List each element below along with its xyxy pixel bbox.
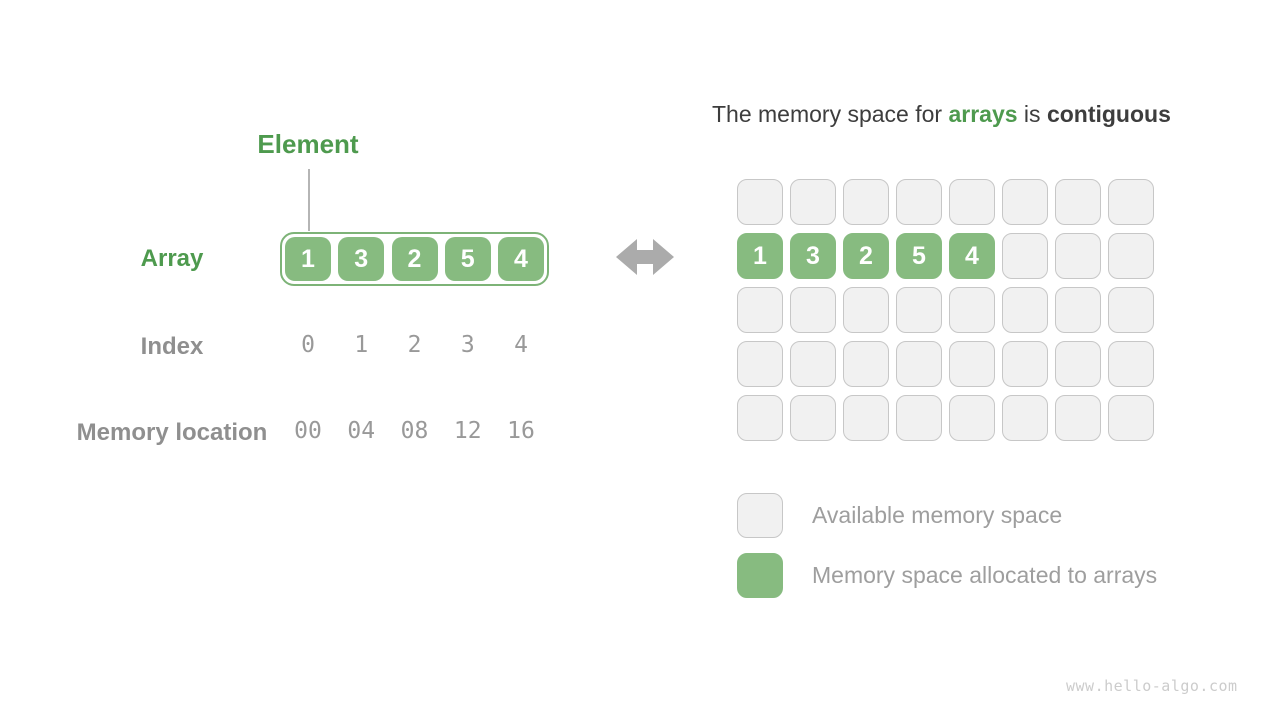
- memory-cell-allocated: 2: [843, 233, 889, 279]
- available-memory-swatch: [737, 493, 783, 538]
- memory-cell: [1002, 233, 1048, 279]
- memory-cell: [949, 395, 995, 441]
- memory-cell-allocated: 5: [896, 233, 942, 279]
- memory-cell: [737, 179, 783, 225]
- memory-cell: [1108, 395, 1154, 441]
- memory-location-value: 04: [347, 418, 376, 444]
- memory-cell: [737, 341, 783, 387]
- index-value: 1: [354, 332, 369, 358]
- legend-available: Available memory space: [737, 493, 1062, 538]
- memory-cell: [1108, 287, 1154, 333]
- memory-cell: [843, 179, 889, 225]
- memory-cell: [1055, 395, 1101, 441]
- memory-cell: [843, 341, 889, 387]
- title-middle: is: [1017, 101, 1047, 127]
- memory-cell: [1002, 179, 1048, 225]
- memory-location-values-row: 00 04 08 12 16: [285, 418, 544, 444]
- index-value: 4: [514, 332, 528, 358]
- memory-cell: [896, 287, 942, 333]
- legend-allocated: Memory space allocated to arrays: [737, 553, 1157, 598]
- memory-cell: [949, 179, 995, 225]
- watermark: www.hello-algo.com: [1066, 677, 1238, 695]
- index-value: 0: [301, 332, 315, 358]
- memory-cell: [1108, 233, 1154, 279]
- index-value: 2: [407, 332, 422, 358]
- title-prefix: The memory space for: [712, 101, 949, 127]
- element-pointer-line: [308, 169, 310, 231]
- element-label: Element: [257, 129, 359, 159]
- memory-cell: [790, 179, 836, 225]
- memory-space-title: The memory space for arrays is contiguou…: [712, 101, 1171, 128]
- memory-location-value: 16: [507, 418, 535, 444]
- memory-cell: [949, 287, 995, 333]
- memory-cell: [896, 341, 942, 387]
- memory-cell: [843, 287, 889, 333]
- double-headed-arrow-icon: [616, 237, 674, 282]
- array-cell: 2: [391, 237, 438, 281]
- memory-cell: [737, 287, 783, 333]
- memory-cell: [949, 341, 995, 387]
- memory-cell: [1002, 341, 1048, 387]
- memory-cell-allocated: 3: [790, 233, 836, 279]
- memory-cell: [1055, 179, 1101, 225]
- memory-cell: [1055, 287, 1101, 333]
- memory-cell: [1055, 233, 1101, 279]
- memory-cell: [896, 179, 942, 225]
- array-cell: 1: [285, 237, 331, 281]
- memory-cell-allocated: 4: [949, 233, 995, 279]
- memory-cell: [1055, 341, 1101, 387]
- memory-cell: [896, 395, 942, 441]
- memory-location-value: 12: [453, 418, 482, 444]
- memory-cell: [737, 395, 783, 441]
- memory-cell: [790, 287, 836, 333]
- memory-cell: [1002, 287, 1048, 333]
- memory-cell: [790, 341, 836, 387]
- memory-cell: [1108, 341, 1154, 387]
- memory-cell: [843, 395, 889, 441]
- legend-available-label: Available memory space: [812, 502, 1063, 528]
- allocated-memory-swatch: [737, 553, 783, 598]
- index-value: 3: [460, 332, 475, 358]
- legend-allocated-label: Memory space allocated to arrays: [812, 562, 1158, 588]
- index-values-row: 0 1 2 3 4: [285, 332, 544, 358]
- index-label: Index: [140, 333, 204, 360]
- array-label: Array: [140, 245, 204, 272]
- array-cell: 5: [444, 237, 491, 281]
- memory-cell: [1108, 179, 1154, 225]
- array-cell: 4: [498, 237, 544, 281]
- title-bold-contiguous: contiguous: [1046, 101, 1171, 127]
- memory-location-value: 08: [400, 418, 429, 444]
- memory-cell: [1002, 395, 1048, 441]
- memory-location-label: Memory location: [76, 419, 268, 446]
- memory-cell: [790, 395, 836, 441]
- title-highlight-arrays: arrays: [948, 101, 1018, 127]
- array-cell: 3: [338, 237, 385, 281]
- memory-cell-allocated: 1: [737, 233, 783, 279]
- memory-location-value: 00: [294, 418, 322, 444]
